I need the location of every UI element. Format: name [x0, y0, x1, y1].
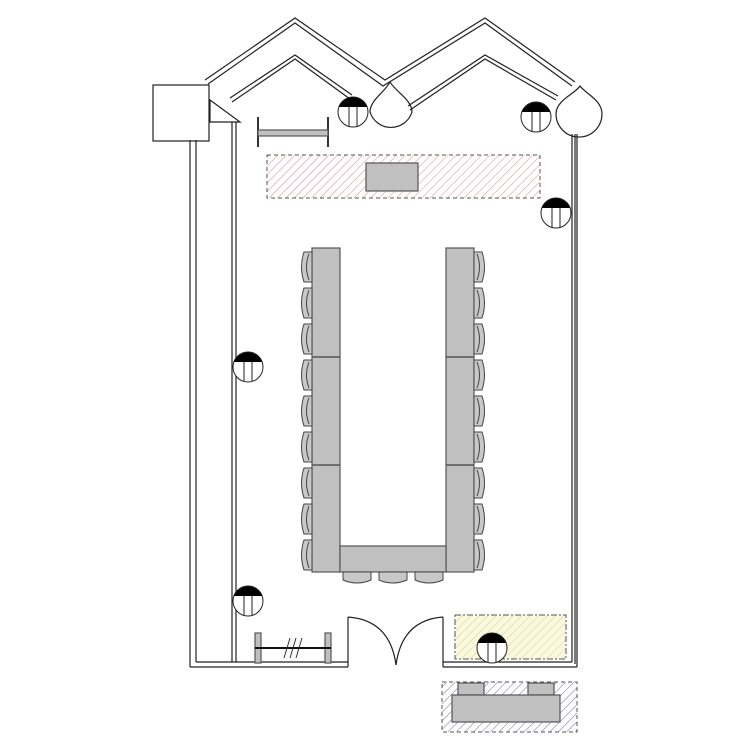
stair-box [152, 84, 210, 142]
chair-back [306, 469, 310, 497]
chair-back [306, 505, 310, 533]
ceiling-light [476, 632, 508, 664]
chair-back [476, 253, 480, 281]
chair [414, 571, 444, 584]
lights [232, 96, 572, 664]
display-screen [365, 162, 419, 192]
ceiling-light [520, 101, 552, 133]
chair [378, 571, 408, 584]
chair [342, 571, 372, 584]
chair-back [306, 541, 310, 569]
chairs [301, 251, 485, 584]
chair-back [476, 541, 480, 569]
table-left [311, 247, 341, 573]
column [555, 84, 603, 138]
chair-back [306, 397, 310, 425]
triangle-marker [209, 98, 242, 123]
chair-back [476, 325, 480, 353]
equipment-unit [457, 682, 485, 696]
chair-back [476, 433, 480, 461]
glazed-wall [204, 17, 576, 111]
double-door[interactable] [347, 616, 444, 666]
ceiling-light [540, 197, 572, 229]
chair-back [476, 469, 480, 497]
column [369, 80, 413, 128]
chair-back [476, 361, 480, 389]
chair-back [476, 289, 480, 317]
u-shaped-table [311, 247, 475, 573]
walls [189, 122, 578, 668]
equipment-cabinet [451, 694, 561, 723]
chair-back [306, 253, 310, 281]
ceiling-light [232, 585, 264, 617]
chair-back [476, 397, 480, 425]
ceiling-light [337, 96, 369, 128]
bench-top [257, 117, 329, 147]
ceiling-light [232, 351, 264, 383]
chair-back [306, 433, 310, 461]
table-right [445, 247, 475, 573]
chair-back [476, 505, 480, 533]
chair-back [306, 289, 310, 317]
chair-back [306, 361, 310, 389]
hatched-zone-yellow [454, 614, 567, 660]
bench-bottom [254, 632, 332, 664]
table-bottom [339, 545, 447, 573]
chair-back [306, 325, 310, 353]
equipment-unit [527, 682, 555, 696]
